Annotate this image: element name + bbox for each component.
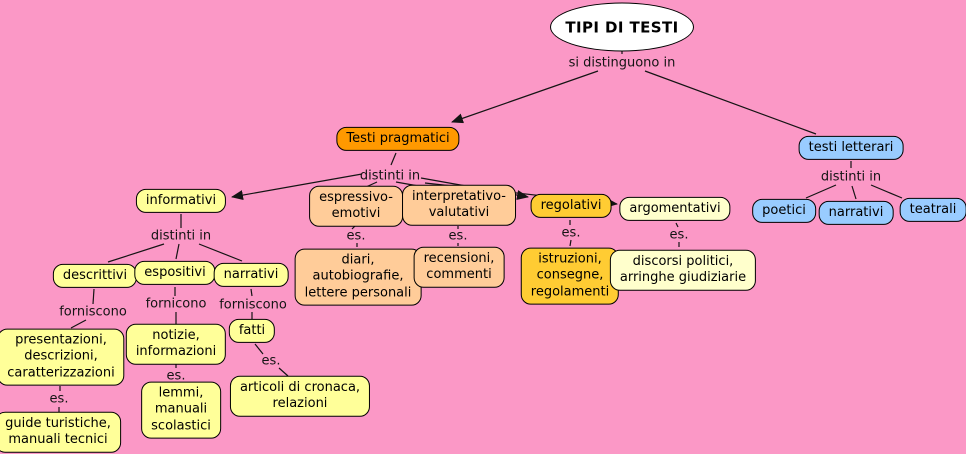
node-istruzioni-consegne[interactable]: istruzioni, consegne, regolamenti — [520, 247, 620, 305]
link-es-presentazioni[interactable]: es. — [49, 391, 69, 407]
edge-distinti-espositivi — [175, 243, 180, 260]
edge-label-pragmatici — [451, 70, 599, 124]
node-presentazioni-descrizioni[interactable]: presentazioni, descrizioni, caratterizza… — [0, 328, 125, 386]
edge-es-istruzioni — [569, 239, 572, 247]
node-tipi-di-testi[interactable]: TIPI DI TESTI — [550, 2, 694, 52]
node-discorsi-politici[interactable]: discorsi politici, arringhe giudiziarie — [609, 249, 757, 291]
link-es-fatti[interactable]: es. — [261, 353, 281, 369]
link-distinti-in-pragmatici[interactable]: distinti in — [359, 168, 421, 184]
link-es-notizie[interactable]: es. — [166, 368, 186, 384]
node-regolativi[interactable]: regolativi — [530, 193, 612, 219]
node-narrativi-letterari[interactable]: narrativi — [818, 200, 894, 226]
link-fornicono-espositivi[interactable]: fornicono — [145, 296, 207, 312]
link-distinti-in-informativi[interactable]: distinti in — [150, 228, 212, 244]
link-forniscono-descrittivi[interactable]: forniscono — [59, 304, 127, 320]
node-lemmi-manuali[interactable]: lemmi, manuali scolastici — [141, 381, 221, 439]
node-recensioni-commenti[interactable]: recensioni, commenti — [413, 246, 505, 288]
node-argomentativi[interactable]: argomentativi — [619, 196, 731, 222]
edge-descrittivi-forniscono — [92, 288, 95, 305]
edge-forniscono-presentazioni — [70, 319, 87, 329]
node-descrittivi[interactable]: descrittivi — [52, 263, 138, 289]
edge-distinti-teatrali — [870, 184, 903, 199]
edge-es-articoli — [278, 367, 289, 377]
edge-distinti-narrativi-lett — [851, 185, 857, 200]
edge-distinti-poetici — [805, 184, 837, 199]
link-si-distinguono-in[interactable]: si distinguono in — [568, 55, 676, 71]
link-es-argomentativi[interactable]: es. — [669, 227, 689, 243]
edge-fatti-es — [254, 343, 264, 355]
link-forniscono-narrativi[interactable]: forniscono — [219, 297, 287, 313]
node-narrativi-informativi[interactable]: narrativi — [213, 262, 289, 288]
node-fatti[interactable]: fatti — [228, 318, 276, 344]
node-guide-turistiche[interactable]: guide turistiche, manuali tecnici — [0, 411, 121, 453]
edge-pragmatici-distinti — [390, 152, 397, 166]
node-teatrali[interactable]: teatrali — [899, 197, 966, 223]
edge-narrativi-forniscono — [250, 288, 253, 297]
node-espositivi[interactable]: espositivi — [134, 260, 216, 286]
edge-label-letterari — [644, 70, 817, 135]
node-testi-letterari[interactable]: testi letterari — [798, 135, 904, 161]
edge-espressivo-es — [351, 225, 356, 230]
edge-argomentativi-es — [675, 222, 679, 228]
node-informativi[interactable]: informativi — [135, 188, 227, 214]
link-distinti-in-letterari[interactable]: distinti in — [820, 169, 882, 185]
edge-distinti-descrittivi — [107, 243, 165, 263]
node-espressivo-emotivi[interactable]: espressivo- emotivi — [309, 185, 403, 227]
node-testi-pragmatici[interactable]: Testi pragmatici — [336, 126, 460, 152]
node-articoli-di-cronaca[interactable]: articoli di cronaca, relazioni — [229, 375, 371, 417]
link-es-espressivo[interactable]: es. — [346, 228, 366, 244]
node-poetici[interactable]: poetici — [752, 198, 816, 224]
edge-distinti-narrativi-inf — [198, 243, 243, 262]
node-notizie-informazioni[interactable]: notizie, informazioni — [125, 323, 227, 365]
edge-distinti-informativi — [231, 173, 363, 201]
link-es-interpretativo[interactable]: es. — [448, 228, 468, 244]
link-es-regolativi[interactable]: es. — [561, 225, 581, 241]
node-diari-autobiografie[interactable]: diari, autobiografie, lettere personali — [294, 248, 422, 306]
node-interpretativo-valutativi[interactable]: interpretativo- valutativi — [402, 184, 516, 226]
